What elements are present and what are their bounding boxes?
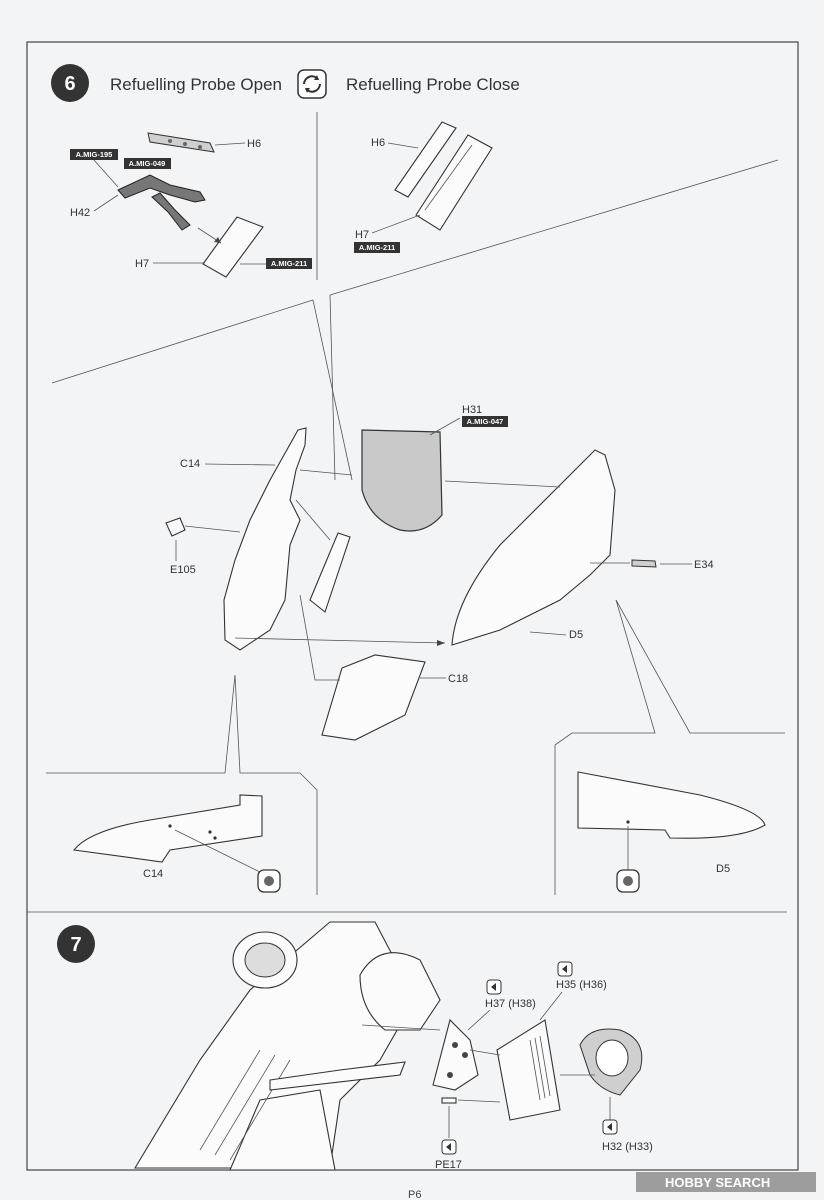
probe-open-detail: H6 A.MIG-195 A.MIG-049 H42 H7 A.MIG-211 <box>70 132 312 278</box>
photo-etch-icon <box>557 961 573 977</box>
tag-mig049: A.MIG-049 <box>124 158 171 169</box>
part-h31 <box>361 429 443 532</box>
probe-close-detail: H6 H7 A.MIG-211 <box>354 121 493 253</box>
page-number: P6 <box>408 1189 421 1200</box>
tag-mig211-close: A.MIG-211 <box>354 242 400 253</box>
part-e105 <box>165 517 186 537</box>
svg-text:A.MIG-211: A.MIG-211 <box>359 243 395 252</box>
step-7-badge <box>57 925 95 963</box>
photo-etch-icon <box>602 1119 618 1135</box>
label-h6-close: H6 <box>371 137 385 149</box>
title-probe-open: Refuelling Probe Open <box>110 75 282 94</box>
part-h7-close <box>415 134 493 231</box>
detail-c14-frame <box>46 674 318 895</box>
part-c14 <box>223 427 307 651</box>
label-h37: H37 (H38) <box>485 998 536 1010</box>
drill-hole-icon <box>616 869 640 893</box>
label-c14: C14 <box>180 458 200 470</box>
svg-text:A.MIG-049: A.MIG-049 <box>129 159 166 168</box>
watermark: HOBBY SEARCH <box>636 1172 816 1192</box>
part-h42 <box>117 174 206 203</box>
part-h6-close <box>394 121 457 198</box>
photo-etch-icon <box>486 979 502 995</box>
label-h32: H32 (H33) <box>602 1141 653 1153</box>
detail-d5-frame <box>554 599 785 895</box>
label-h7-close: H7 <box>355 229 369 241</box>
part-h6-open <box>147 132 215 153</box>
label-c18: C18 <box>448 673 468 685</box>
rotate-arrows-icon <box>297 69 327 99</box>
tag-mig195: A.MIG-195 <box>70 149 118 160</box>
label-d5: D5 <box>569 629 583 641</box>
callout-close <box>329 159 779 296</box>
svg-text:A.MIG-211: A.MIG-211 <box>271 259 307 268</box>
step-6-badge <box>51 64 89 102</box>
tag-mig047: A.MIG-047 <box>462 416 508 427</box>
label-h35: H35 (H36) <box>556 979 607 991</box>
svg-text:A.MIG-195: A.MIG-195 <box>76 150 113 159</box>
detail-c14: C14 <box>72 794 281 893</box>
part-h32 <box>579 1028 643 1096</box>
svg-text:HOBBY SEARCH: HOBBY SEARCH <box>665 1175 770 1190</box>
label-e105: E105 <box>170 564 196 576</box>
step-7-number: 7 <box>70 934 81 956</box>
nose-assembly: H31 A.MIG-047 C14 E105 D5 E34 <box>165 404 714 741</box>
label-c14-detail: C14 <box>143 868 163 880</box>
label-d5-detail: D5 <box>716 863 730 875</box>
detail-d5: D5 <box>577 771 766 893</box>
step-6-number: 6 <box>64 73 75 95</box>
label-h42: H42 <box>70 207 90 219</box>
part-e34 <box>631 559 657 568</box>
part-h35 <box>496 1019 561 1121</box>
tag-mig211-open: A.MIG-211 <box>266 258 312 269</box>
part-d5 <box>451 449 616 646</box>
part-h7-open <box>202 216 264 278</box>
label-h31: H31 <box>462 404 482 416</box>
callout-open <box>51 299 353 481</box>
part-pe17 <box>441 1097 457 1104</box>
part-probe-cover <box>309 532 351 613</box>
label-pe17: PE17 <box>435 1159 462 1171</box>
step-6: 6 Refuelling Probe Open Refuelling Probe… <box>46 64 785 895</box>
step-7: 7 H37 (H38) H35 (H36) <box>57 921 653 1171</box>
title-probe-close: Refuelling Probe Close <box>346 75 520 94</box>
label-h6-open: H6 <box>247 138 261 150</box>
svg-text:A.MIG-047: A.MIG-047 <box>467 417 504 426</box>
page-frame <box>26 41 799 1171</box>
part-c18 <box>321 654 426 741</box>
drill-hole-icon <box>257 869 281 893</box>
photo-etch-icon <box>441 1139 457 1155</box>
label-e34: E34 <box>694 559 714 571</box>
label-h7-open: H7 <box>135 258 149 270</box>
part-h37 <box>432 1018 479 1091</box>
fuselage-rear <box>134 921 441 1171</box>
